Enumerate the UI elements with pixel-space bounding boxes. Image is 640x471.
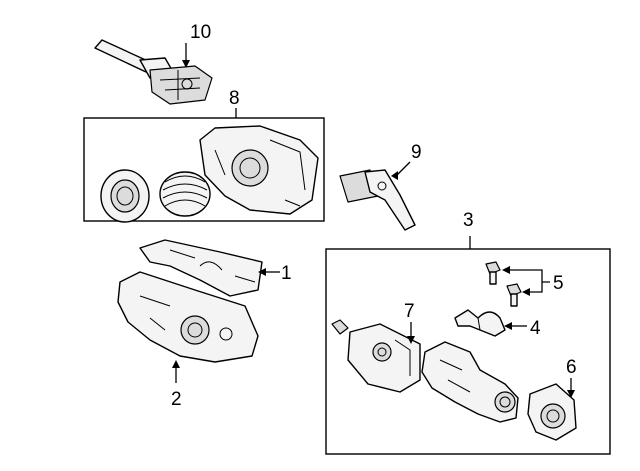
part-7-ignition-switch[interactable] [331,319,421,393]
box-8-frame [83,117,325,222]
callout-7: 7 [404,301,415,322]
box-3-frame [325,248,611,455]
callout-9: 9 [411,142,422,163]
part-5-bolts[interactable] [485,261,522,307]
callout-3: 3 [463,210,474,231]
callout-5: 5 [553,273,564,294]
arrow-2 [172,360,180,368]
leader-9 [395,161,411,177]
part-10-switch[interactable] [94,39,213,105]
leader-5 [508,269,550,293]
part-2-lower-cover[interactable] [117,271,259,363]
callout-10: 10 [190,22,211,43]
part-6-key-cylinder[interactable] [527,383,577,441]
arrow-5b [522,288,530,296]
lock-housing[interactable] [421,341,519,423]
arrow-7 [407,336,415,344]
callout-8: 8 [229,88,240,109]
callout-1: 1 [281,263,292,284]
arrow-9 [391,171,398,180]
arrow-5a [502,266,510,274]
arrow-6 [567,390,575,398]
callout-6: 6 [566,357,577,378]
part-8-clockspring[interactable] [100,125,319,223]
callout-4: 4 [530,318,541,339]
part-4-bracket[interactable] [454,309,506,337]
arrow-4 [504,322,512,330]
part-9-switch[interactable] [339,169,416,231]
arrow-10 [182,60,190,68]
callout-2: 2 [171,389,182,410]
part-1-upper-cover[interactable] [139,239,263,297]
arrow-1 [258,268,266,276]
